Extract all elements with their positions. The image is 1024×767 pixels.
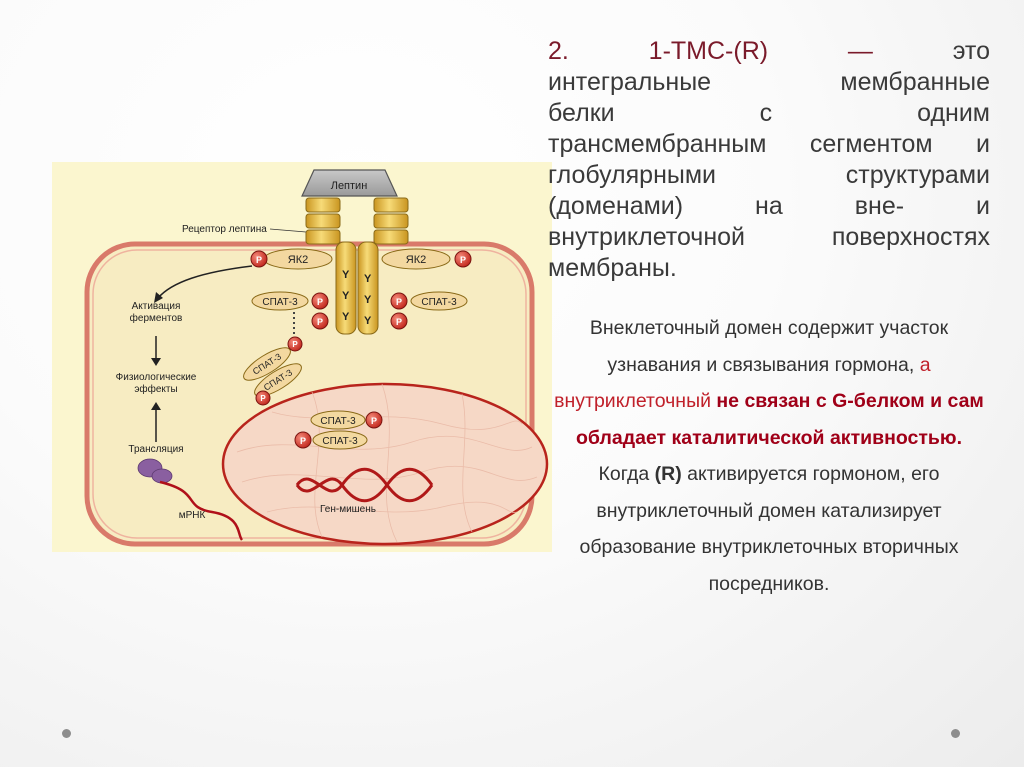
heading-line-3: белки с одним: [548, 99, 990, 127]
heading-line-6: (доменами) на вне- и: [548, 192, 990, 220]
gene-label: Ген-мишень: [320, 504, 376, 515]
svg-text:СПАТ-3: СПАТ-3: [322, 436, 358, 447]
receptor-right-extracellular: [373, 197, 409, 245]
y-residue-1: Y: [342, 269, 350, 281]
body-text: Внеклеточный домен содержит участок узна…: [548, 310, 990, 602]
heading-line-1: 2. 1-ТМС-(R) — это: [548, 36, 990, 67]
svg-text:P: P: [396, 317, 402, 327]
body-part-6: активируется гормоном, его внутриклеточн…: [579, 463, 959, 595]
stat3-dimer-cytoplasm: СПАТ-3 СПАТ-3 P P: [243, 336, 303, 406]
arrow-from-translation-head: [151, 402, 161, 410]
phosphate-receptor-right-1: P: [390, 292, 408, 310]
leptin-shape: [301, 169, 398, 197]
svg-text:СПАТ-3: СПАТ-3: [320, 416, 356, 427]
arrow-to-activation-head: [154, 292, 163, 303]
heading-text: 2. 1-ТМС-(R) — это интегральные мембранн…: [548, 36, 990, 284]
receptor-pointer: [269, 228, 307, 233]
svg-text:P: P: [460, 255, 466, 265]
svg-text:P: P: [317, 317, 323, 327]
mrna-strand: [159, 480, 244, 541]
body-part-3: не связан с G-белком и сам обладает ката…: [576, 390, 984, 449]
diagram-svg: Лептин Рецептор лептина Y Y: [52, 162, 552, 552]
leptin-label: Лептин: [331, 180, 368, 192]
arrow-to-activation: [157, 265, 253, 299]
nav-dot-right[interactable]: [951, 729, 960, 738]
y-residue-2: Y: [364, 273, 372, 285]
jak2-right: [381, 248, 451, 270]
heading-number: 2.: [548, 37, 569, 65]
nucleus-texture: [236, 383, 538, 543]
heading-line-7: внутриклеточной поверхностях: [548, 223, 990, 251]
phosphate-jak-left: P: [250, 250, 268, 268]
svg-text:СПАТ-3: СПАТ-3: [262, 297, 298, 308]
heading-line-8: мембраны.: [548, 254, 677, 282]
y-residue-5: Y: [342, 311, 350, 323]
stat3-nucleus-upper: СПАТ-3 P: [310, 410, 383, 430]
y-residue-4: Y: [364, 294, 372, 306]
nav-dot-left[interactable]: [62, 729, 71, 738]
nucleus: [221, 382, 549, 546]
phosphate-receptor-left-1: P: [311, 292, 329, 310]
stat3-nucleus-lower: P СПАТ-3: [294, 430, 368, 450]
body-part-1: Внеклеточный домен содержит участок узна…: [589, 317, 949, 376]
heading-line-2: интегральные мембранные: [548, 68, 990, 96]
svg-text:P: P: [256, 255, 262, 265]
body-part-5: (R): [654, 463, 682, 485]
jak2-left-label: ЯК2: [288, 254, 308, 266]
dna-helix: [295, 467, 434, 503]
y-residue-6: Y: [364, 315, 372, 327]
ribosome: [137, 458, 173, 484]
svg-text:P: P: [292, 340, 298, 349]
svg-text:СПАТ-3: СПАТ-3: [421, 297, 457, 308]
receptor-left-extracellular: [305, 197, 341, 245]
body-part-2: а внутриклеточный: [554, 353, 931, 413]
phosphate-receptor-right-2: P: [390, 312, 408, 330]
heading-line-4: трансмембранным сегментом и: [548, 130, 990, 158]
receptor-right-stalk: [357, 241, 379, 335]
phosphate-receptor-left-2: P: [311, 312, 329, 330]
leptin-signaling-diagram: Лептин Рецептор лептина Y Y: [52, 162, 552, 552]
heading-term: 1-ТМС-(R): [648, 37, 769, 65]
translation-label: Трансляция: [128, 444, 183, 455]
jak2-right-label: ЯК2: [406, 254, 426, 266]
arrow-to-effects-head: [151, 358, 161, 366]
svg-text:P: P: [260, 394, 266, 403]
heading-line-1-tail: это: [952, 37, 990, 65]
phosphate-jak-right: P: [454, 250, 472, 268]
tyrosine-residues: Y Y Y Y Y Y: [342, 269, 372, 327]
svg-text:P: P: [371, 416, 377, 426]
body-part-4: Когда: [598, 463, 650, 485]
stat3-docked-left: [251, 291, 309, 311]
receptor-left-stalk: [335, 241, 357, 335]
receptor-label: Рецептор лептина: [182, 224, 267, 235]
mrna-label: мРНК: [179, 510, 206, 521]
svg-text:P: P: [317, 297, 323, 307]
stat3-docked-right: [410, 291, 468, 311]
heading-dash: —: [847, 37, 873, 65]
svg-text:P: P: [396, 297, 402, 307]
y-residue-3: Y: [342, 290, 350, 302]
svg-text:P: P: [300, 436, 306, 446]
heading-line-5: глобулярными структурами: [548, 161, 990, 189]
